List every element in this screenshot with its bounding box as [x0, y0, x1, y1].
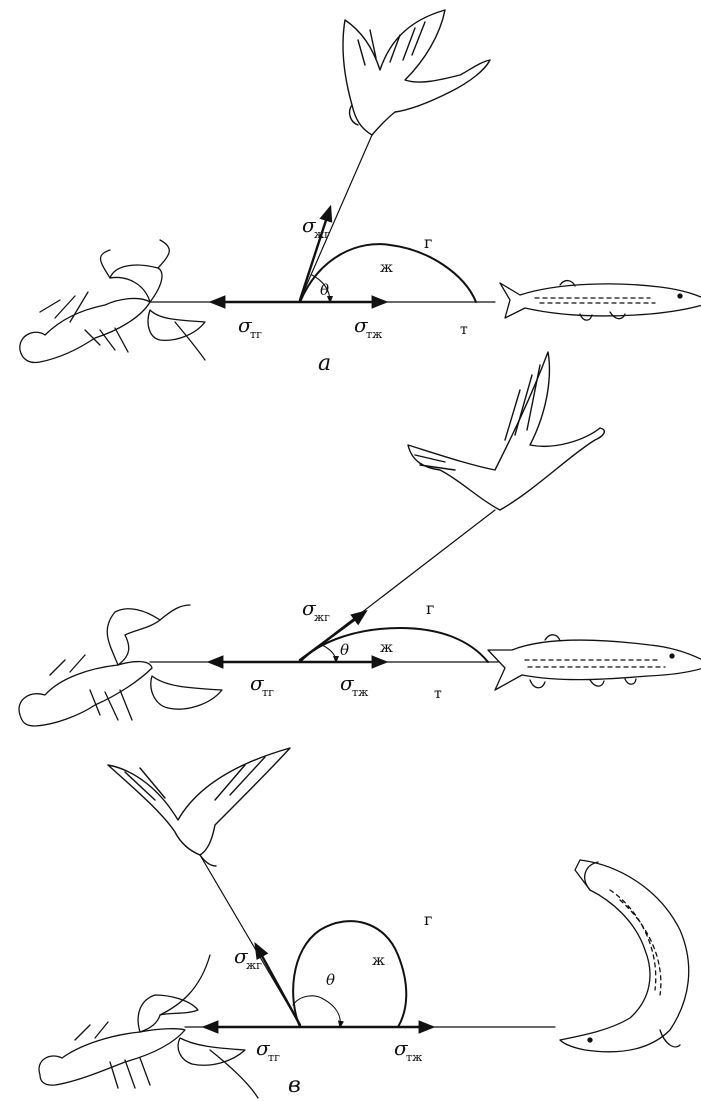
phase-solid-label-a: т: [460, 322, 468, 338]
pike-icon: [500, 281, 701, 321]
panel-a: σ жг г ж θ σ тг σ тж т а: [20, 10, 701, 376]
phase-liquid-label-b: ж: [380, 640, 393, 656]
phase-liquid-label-c: ж: [372, 953, 385, 969]
sigma-sl-subscript-c: тж: [406, 1051, 422, 1064]
phase-gas-label-a: г: [424, 233, 432, 252]
sigma-lg-subscript-c: жг: [246, 959, 262, 972]
phase-gas-label-c: г: [424, 910, 432, 929]
sigma-lg-subscript-a: жг: [314, 228, 330, 241]
sigma-sg-subscript-c: тг: [268, 1051, 280, 1064]
panel-c: σ жг г ж θ σ тг σ тж в: [39, 748, 689, 1098]
phase-liquid-label-a: ж: [380, 260, 393, 276]
swan-icon: [108, 748, 290, 866]
sigma-sg-subscript-b: тг: [262, 686, 274, 699]
panel-b: σ жг г ж θ σ тг σ тж т: [19, 352, 701, 726]
sigma-sl-subscript-a: тж: [366, 328, 382, 341]
sigma-lg-subscript-b: жг: [314, 611, 330, 624]
caption-a: а: [318, 351, 331, 376]
swan-icon: [343, 10, 490, 135]
caption-c: в: [288, 1073, 301, 1098]
crayfish-icon: [19, 605, 222, 726]
pike-icon: [560, 860, 689, 1052]
crayfish-icon: [20, 240, 205, 363]
pike-icon: [488, 635, 701, 690]
theta-label-c: θ: [326, 971, 335, 989]
theta-label-b: θ: [340, 641, 349, 659]
theta-label-a: θ: [320, 281, 329, 299]
sigma-sg-subscript-a: тг: [250, 328, 262, 341]
sigma-sl-subscript-b: тж: [352, 686, 368, 699]
phase-gas-label-b: г: [426, 599, 434, 618]
phase-solid-label-b: т: [434, 686, 442, 702]
swan-icon: [408, 352, 604, 510]
